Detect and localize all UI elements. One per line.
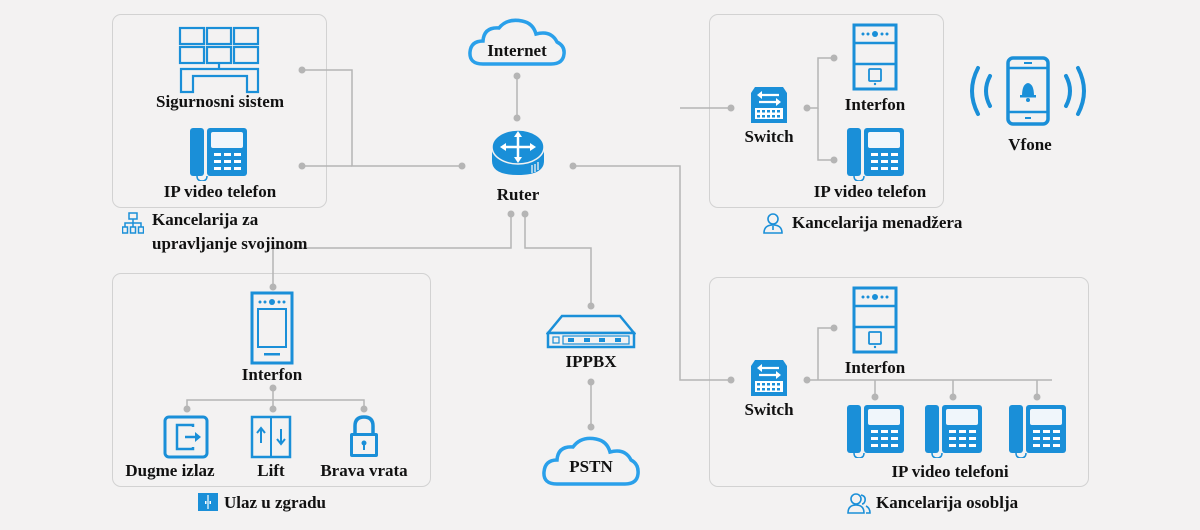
elevator-icon [250,415,292,459]
property-office-caption-1: Kancelarija za [152,210,259,229]
desk-phone-icon [1009,405,1066,458]
lock-icon [350,415,378,457]
wire-staff-interfon [817,327,834,380]
wire-manager-switch-phone [817,108,834,161]
wire-security-router [302,69,462,167]
manager-phone-label: IP video telefon [813,182,927,201]
entrance-caption: Ulaz u zgradu [224,493,326,512]
desk-phone-icon [190,128,247,181]
pstn-cloud-icon [542,436,640,486]
door-icon [198,493,218,511]
door-station-icon [250,291,294,365]
staff-switch-label: Switch [744,400,794,419]
panel-manager-office [709,14,944,208]
intercom-icon [852,23,898,91]
switch-icon [751,360,787,396]
wire-router-staff-switch [573,165,731,381]
staff-office-caption: Kancelarija osoblja [876,493,1019,512]
org-chart-icon [122,212,144,234]
wire-router-entrance [272,214,512,287]
staff-phones-label: IP video telefoni [891,462,1009,481]
switch-icon [751,87,787,123]
internet-label: Internet [487,41,547,60]
vfone-label: Vfone [1008,135,1052,154]
wire-router-ippbx [524,214,592,306]
desk-phone-icon [847,405,904,458]
staff-interfon-label: Interfon [844,358,906,377]
ringing-phone-icon [970,56,1086,126]
ippbx-icon [546,314,636,349]
ippbx-label: IPPBX [565,352,617,371]
intercom-icon [852,286,898,354]
lift-label: Lift [257,461,285,480]
property-office-caption-2: upravljanje svojinom [152,234,308,253]
desk-phone-icon [925,405,982,458]
users-icon [847,493,871,514]
exit-button-label: Dugme izlaz [125,461,215,480]
internet-cloud-icon [468,18,566,66]
router-icon [491,129,545,175]
video-wall-icon [178,26,260,94]
door-lock-label: Brava vrata [320,461,408,480]
wire-manager-switch-interfon [807,57,834,109]
user-icon [763,213,783,234]
router-label: Ruter [496,185,540,204]
manager-office-caption: Kancelarija menadžera [792,213,963,232]
security-system-label: Sigurnosni sistem [156,92,284,111]
manager-interfon-label: Interfon [844,95,906,114]
manager-switch-label: Switch [744,127,794,146]
pstn-label: PSTN [569,457,613,476]
exit-button-icon [163,415,209,459]
entrance-interfon-label: Interfon [241,365,303,384]
ip-video-phone-label: IP video telefon [163,182,277,201]
desk-phone-icon [847,128,904,181]
